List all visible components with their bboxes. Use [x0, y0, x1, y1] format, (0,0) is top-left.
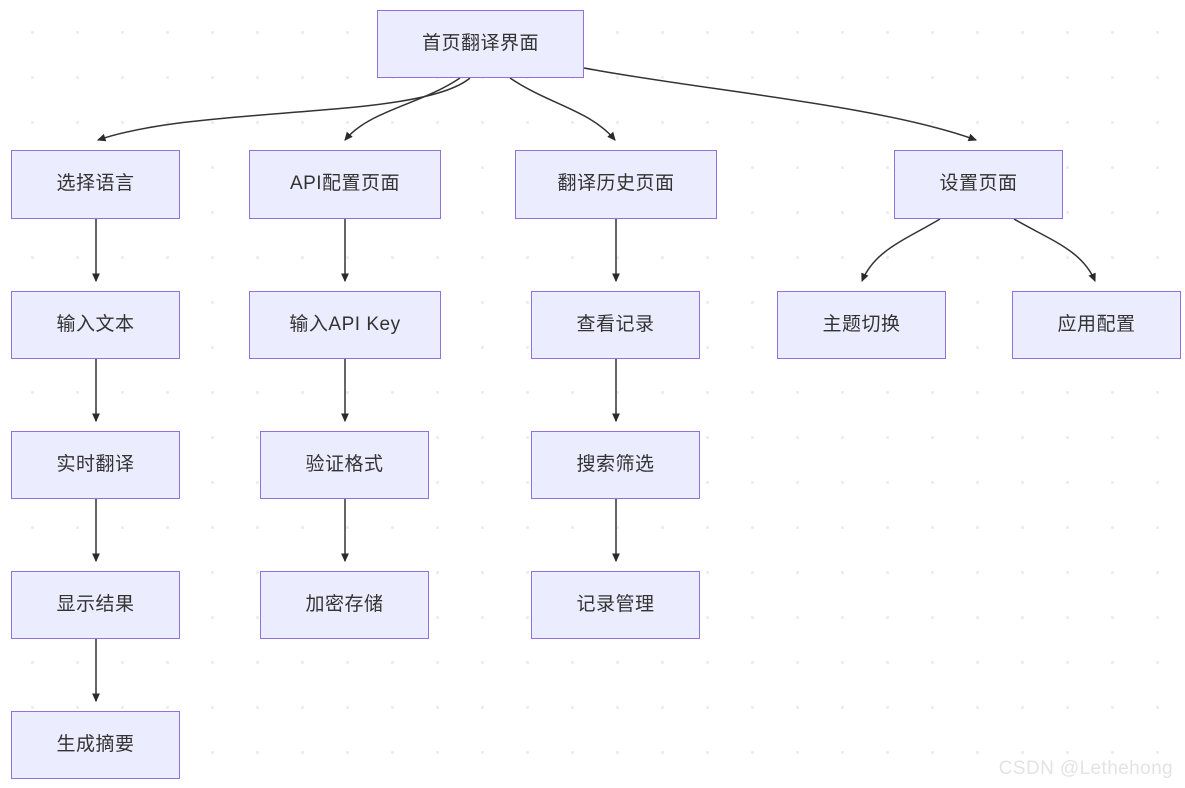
- node-viewrec[interactable]: 查看记录: [531, 291, 700, 359]
- node-apikey[interactable]: 输入API Key: [249, 291, 441, 359]
- node-label: 查看记录: [576, 313, 655, 335]
- node-rt[interactable]: 实时翻译: [11, 431, 180, 499]
- node-label: 首页翻译界面: [421, 32, 539, 54]
- edge-settings-to-appcfg: [1013, 218, 1096, 283]
- node-lang[interactable]: 选择语言: [11, 150, 180, 219]
- node-result[interactable]: 显示结果: [11, 571, 180, 639]
- node-label: 输入API Key: [289, 313, 401, 335]
- node-apicfg[interactable]: API配置页面: [249, 150, 441, 219]
- edge-settings-to-theme: [861, 218, 941, 283]
- node-label: 输入文本: [56, 313, 135, 335]
- node-validate[interactable]: 验证格式: [260, 431, 429, 499]
- node-settings[interactable]: 设置页面: [894, 150, 1063, 219]
- node-label: 生成摘要: [56, 733, 135, 755]
- node-label: 设置页面: [939, 173, 1018, 195]
- node-label: API配置页面: [289, 173, 401, 195]
- node-encrypt[interactable]: 加密存储: [260, 571, 429, 639]
- edge-root-to-lang: [96, 77, 471, 142]
- edge-root-to-apicfg: [344, 77, 461, 141]
- node-label: 主题切换: [822, 313, 901, 335]
- node-label: 记录管理: [576, 593, 655, 615]
- node-label: 实时翻译: [56, 453, 135, 475]
- node-label: 选择语言: [56, 173, 135, 195]
- csdn-watermark: CSDN @Lethehong: [998, 758, 1173, 779]
- node-summary[interactable]: 生成摘要: [11, 711, 180, 779]
- node-label: 搜索筛选: [576, 453, 655, 475]
- node-label: 加密存储: [305, 593, 384, 615]
- node-input[interactable]: 输入文本: [11, 291, 180, 359]
- node-history[interactable]: 翻译历史页面: [515, 150, 717, 219]
- node-root[interactable]: 首页翻译界面: [377, 10, 584, 78]
- node-manage[interactable]: 记录管理: [531, 571, 700, 639]
- edge-root-to-settings: [583, 67, 978, 142]
- node-theme[interactable]: 主题切换: [777, 291, 946, 359]
- node-label: 应用配置: [1057, 313, 1136, 335]
- node-label: 显示结果: [56, 593, 135, 615]
- edge-root-to-history: [509, 77, 616, 141]
- node-search[interactable]: 搜索筛选: [531, 431, 700, 499]
- node-label: 翻译历史页面: [557, 173, 675, 195]
- node-label: 验证格式: [305, 453, 384, 475]
- node-appcfg[interactable]: 应用配置: [1012, 291, 1181, 359]
